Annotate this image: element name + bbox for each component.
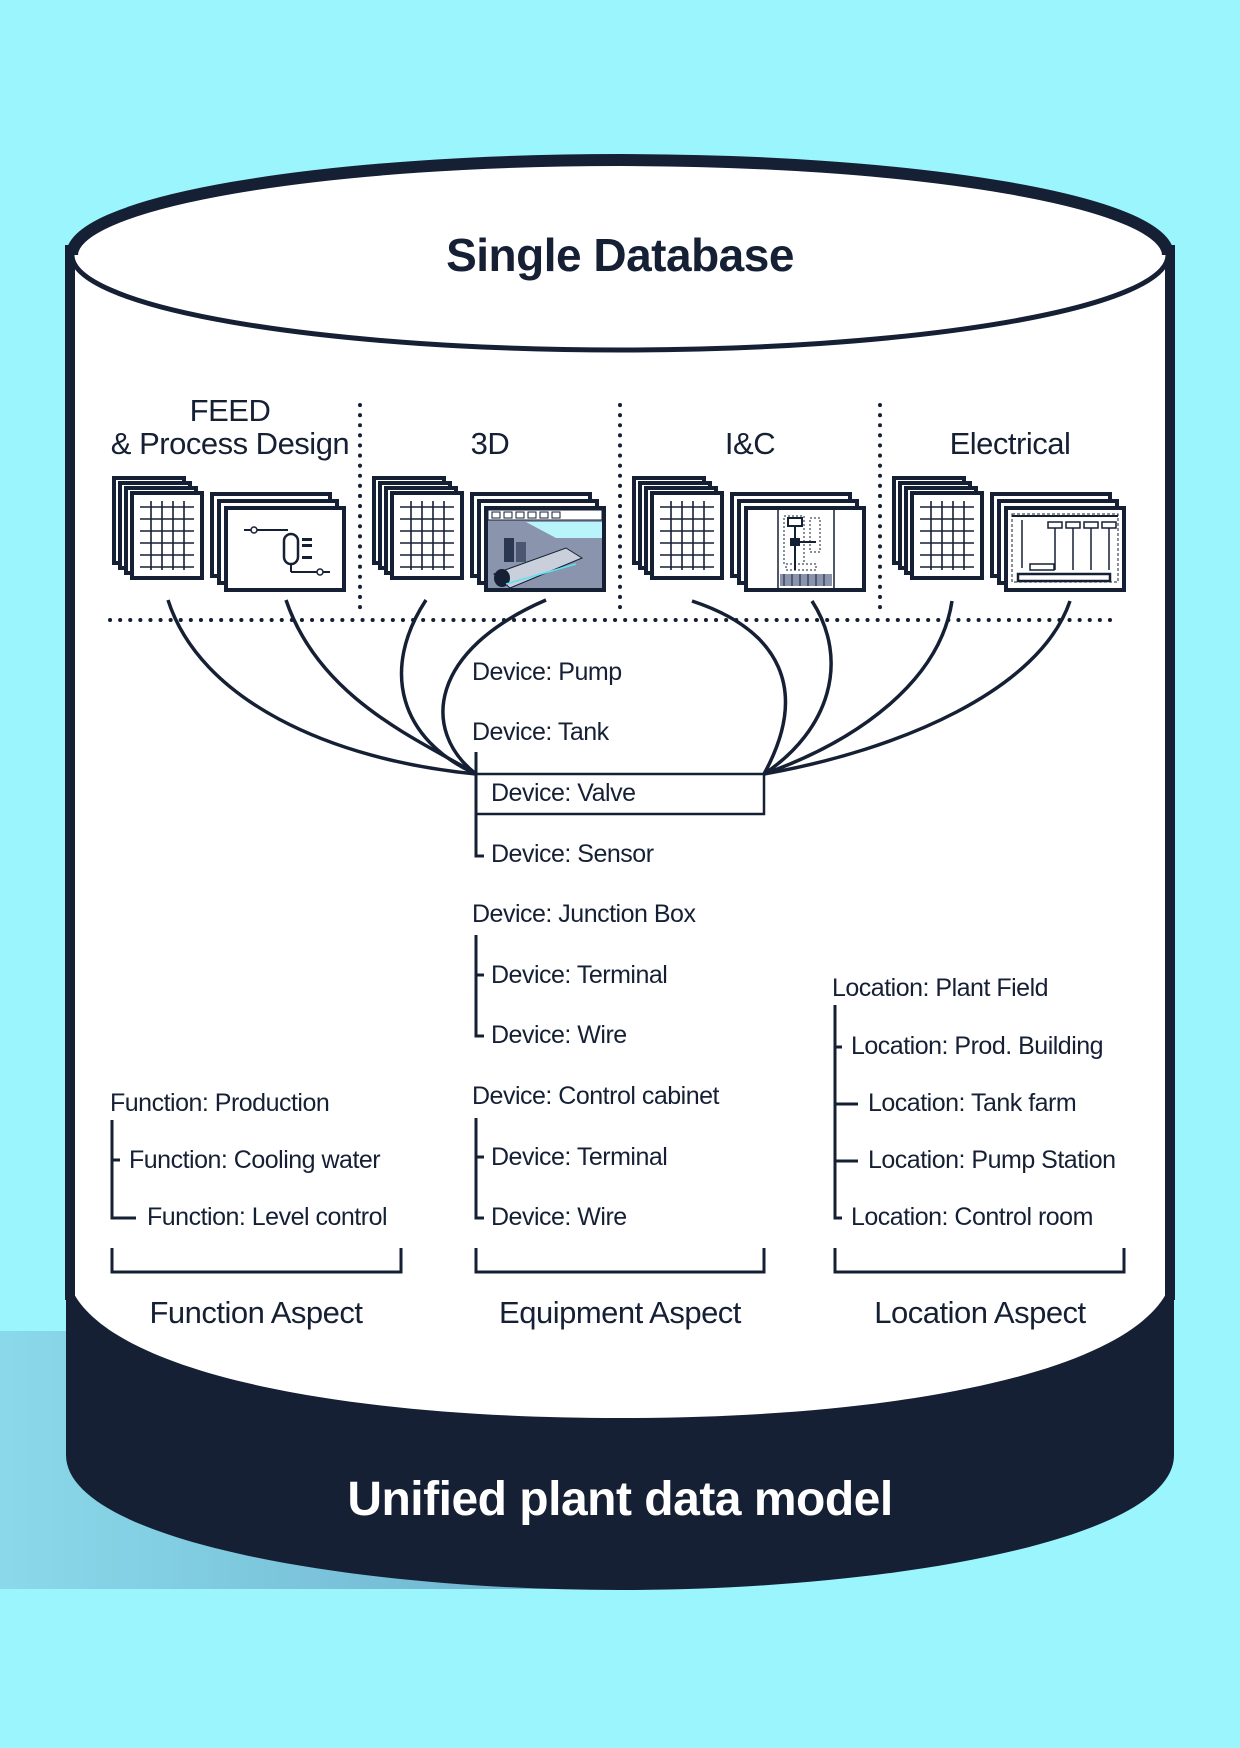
function-item: Function: Cooling water (129, 1146, 381, 1174)
connector-ic-loop (763, 600, 833, 776)
equipment-item: Device: Control cabinet (472, 1082, 719, 1110)
3d-model-view-icon (470, 492, 606, 592)
connector-3d-model (441, 598, 547, 776)
equipment-item: Device: Wire (491, 1203, 627, 1231)
equipment-item: Device: Wire (491, 1021, 627, 1049)
connector-elec-schematic (763, 600, 1072, 776)
electrical-schematic-icon (990, 492, 1126, 592)
cylinder-top-rim (66, 154, 1174, 256)
discipline-electrical: Electrical (949, 426, 1071, 461)
equipment-item: Device: Terminal (491, 961, 668, 989)
connector-curves (166, 598, 1072, 776)
connector-feed-sheets (166, 599, 477, 776)
datasheet-stack-icon (632, 476, 724, 580)
function-item: Function: Level control (147, 1203, 388, 1231)
discipline-ic: I&C (724, 426, 776, 461)
tree-connectors (110, 752, 858, 1220)
unified-model-title: Unified plant data model (347, 1473, 893, 1526)
datasheet-stack-icon (372, 476, 464, 580)
process-flow-diagram-icon (210, 492, 346, 592)
aspect-brackets (110, 1248, 1126, 1274)
location-item: Location: Prod. Building (851, 1032, 1104, 1060)
equipment-item: Device: Terminal (491, 1143, 668, 1171)
location-item: Location: Plant Field (832, 974, 1049, 1002)
equipment-item-highlighted: Device: Valve (491, 779, 636, 807)
discipline-3d: 3D (470, 426, 510, 461)
location-bracket (833, 1248, 1126, 1274)
location-aspect-label: Location Aspect (874, 1295, 1086, 1330)
equipment-item: Device: Junction Box (472, 900, 696, 928)
datasheet-stack-icon (892, 476, 984, 580)
equipment-item: Device: Sensor (491, 840, 654, 868)
instrument-loop-diagram-icon (730, 492, 866, 592)
equipment-aspect-label: Equipment Aspect (499, 1295, 741, 1330)
equipment-item: Device: Tank (472, 718, 609, 746)
connector-3d-sheets (399, 599, 477, 776)
discipline-feed-line1: FEED (189, 393, 271, 428)
equipment-item: Device: Pump (472, 658, 622, 686)
equipment-bracket (474, 1248, 766, 1274)
datasheet-stack-icon (112, 476, 204, 580)
section-dividers (108, 403, 1122, 622)
connector-elec-sheets (763, 600, 954, 776)
discipline-feed-line2: & Process Design (110, 426, 350, 461)
function-bracket (110, 1248, 403, 1274)
function-item: Function: Production (110, 1089, 330, 1117)
function-aspect-label: Function Aspect (149, 1295, 363, 1330)
database-title: Single Database (446, 229, 794, 281)
location-item: Location: Pump Station (868, 1146, 1116, 1174)
location-item: Location: Control room (851, 1203, 1093, 1231)
location-item: Location: Tank farm (868, 1089, 1077, 1117)
connector-ic-sheets (691, 599, 788, 775)
